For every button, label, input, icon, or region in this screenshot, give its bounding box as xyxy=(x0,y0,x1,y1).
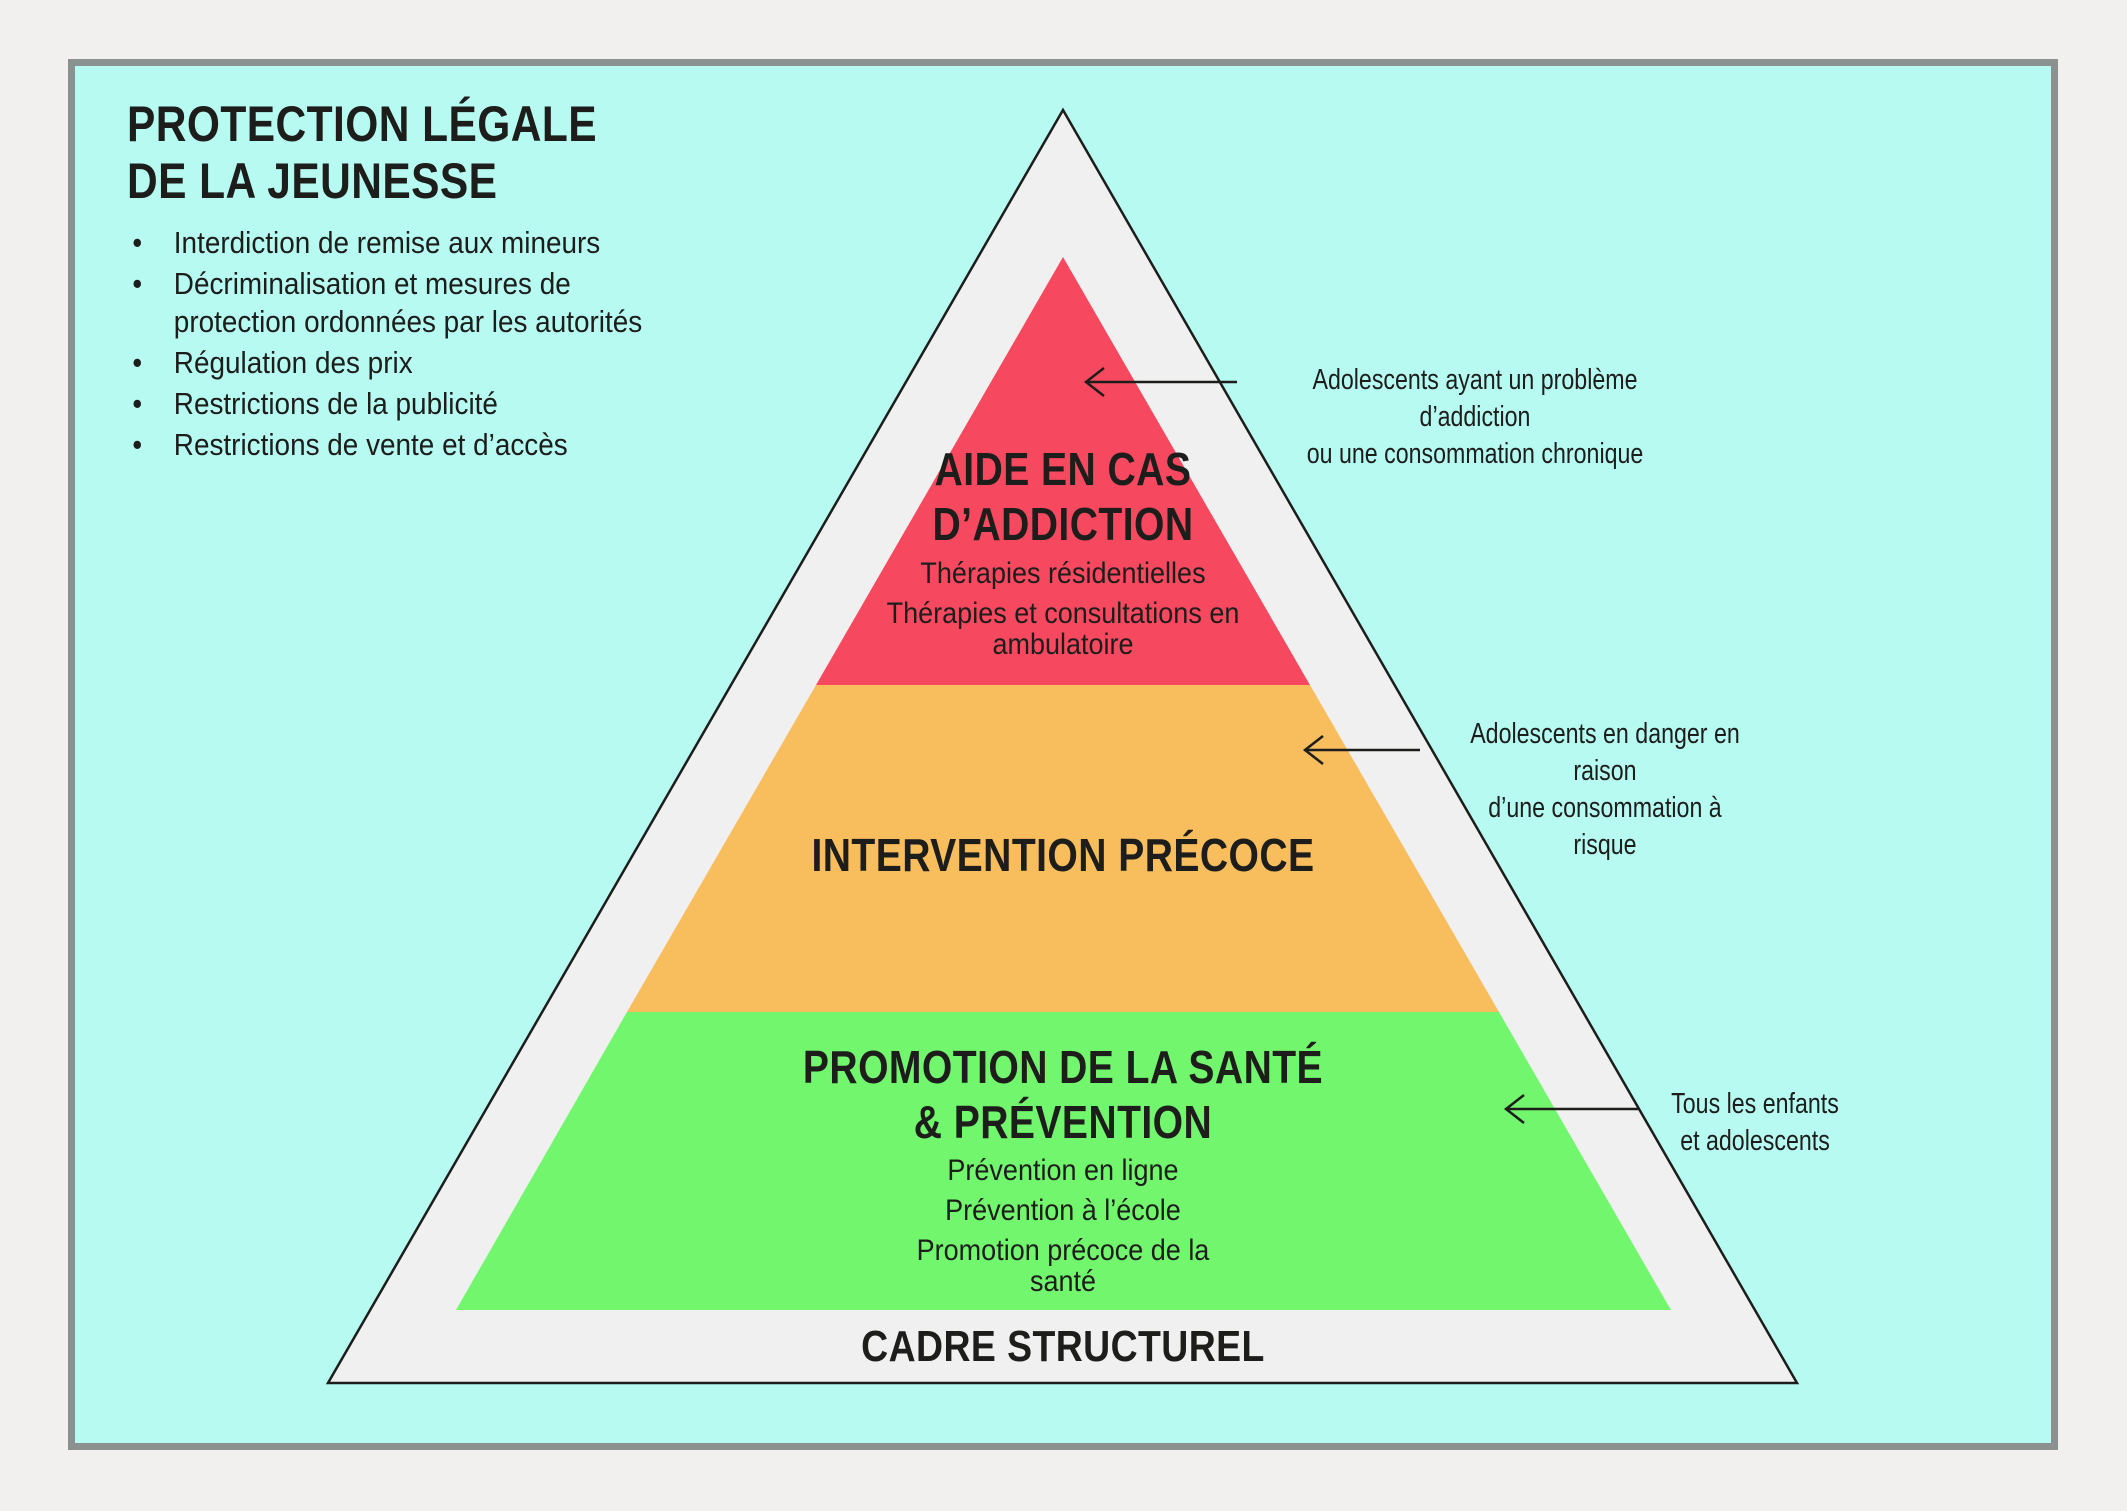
annotation-intervention-line1: Adolescents en danger en raison xyxy=(1470,718,1740,787)
level-promotion-item: Prévention à l’école xyxy=(945,1194,1181,1227)
level-intervention-title: INTERVENTION PRÉCOCE xyxy=(723,828,1403,883)
arrow-addiction xyxy=(1083,367,1237,397)
base-label: CADRE STRUCTUREL xyxy=(861,1322,1265,1371)
legal-bullet-item: Restrictions de vente et d’accès xyxy=(127,426,685,464)
legal-bullet-item: Régulation des prix xyxy=(127,344,685,382)
level-addiction-item: Thérapies résidentielles xyxy=(920,557,1206,590)
level-addiction-title-line2: D’ADDICTION xyxy=(932,498,1194,550)
legal-title-line2: DE LA JEUNESSE xyxy=(127,153,498,209)
annotation-intervention: Adolescents en danger en raison d’une co… xyxy=(1461,716,1749,864)
level-promotion-item: Prévention en ligne xyxy=(947,1154,1179,1187)
arrow-promotion xyxy=(1503,1094,1638,1124)
level-addiction-items: Thérapies résidentielles Thérapies et co… xyxy=(870,558,1257,669)
level-addiction-title: AIDE EN CAS D’ADDICTION xyxy=(723,442,1403,552)
level-addiction-item: Thérapies et consultations en ambulatoir… xyxy=(886,597,1240,661)
level-promotion-item: Promotion précoce de la santé xyxy=(916,1234,1210,1298)
legal-bullet-item: Interdiction de remise aux mineurs xyxy=(127,224,685,262)
level-addiction-shape xyxy=(816,257,1310,685)
annotation-addiction: Adolescents ayant un problème d’addictio… xyxy=(1287,362,1663,473)
legal-bullet-item: Restrictions de la publicité xyxy=(127,385,685,423)
level-addiction-title-line1: AIDE EN CAS xyxy=(934,443,1192,495)
level-promotion-title-line2: & PRÉVENTION xyxy=(913,1096,1213,1148)
level-promotion-title-line1: PROMOTION DE LA SANTÉ xyxy=(802,1041,1324,1093)
legal-protection-title: PROTECTION LÉGALE DE LA JEUNESSE xyxy=(127,96,722,210)
annotation-addiction-line1: Adolescents ayant un problème d’addictio… xyxy=(1312,364,1638,433)
level-promotion-shape xyxy=(456,1012,1671,1310)
arrow-intervention xyxy=(1302,735,1420,765)
level-promotion-items: Prévention en ligne Prévention à l’école… xyxy=(883,1155,1243,1306)
annotation-addiction-line2: ou une consommation chronique xyxy=(1306,438,1644,470)
legal-bullet-item: Décriminalisation et mesures de protecti… xyxy=(127,265,685,341)
annotation-promotion-line2: et adolescents xyxy=(1680,1125,1830,1157)
annotation-intervention-line2: d’une consommation à risque xyxy=(1488,792,1722,861)
legal-title-line1: PROTECTION LÉGALE xyxy=(127,96,598,152)
level-promotion-title: PROMOTION DE LA SANTÉ & PRÉVENTION xyxy=(723,1040,1403,1150)
level-intervention-shape xyxy=(627,685,1499,1012)
annotation-promotion-line1: Tous les enfants xyxy=(1671,1088,1839,1120)
level-intervention-title-line1: INTERVENTION PRÉCOCE xyxy=(811,829,1315,881)
annotation-promotion: Tous les enfants et adolescents xyxy=(1655,1086,1855,1160)
legal-protection-bullet-list: Interdiction de remise aux mineurs Décri… xyxy=(127,224,685,467)
